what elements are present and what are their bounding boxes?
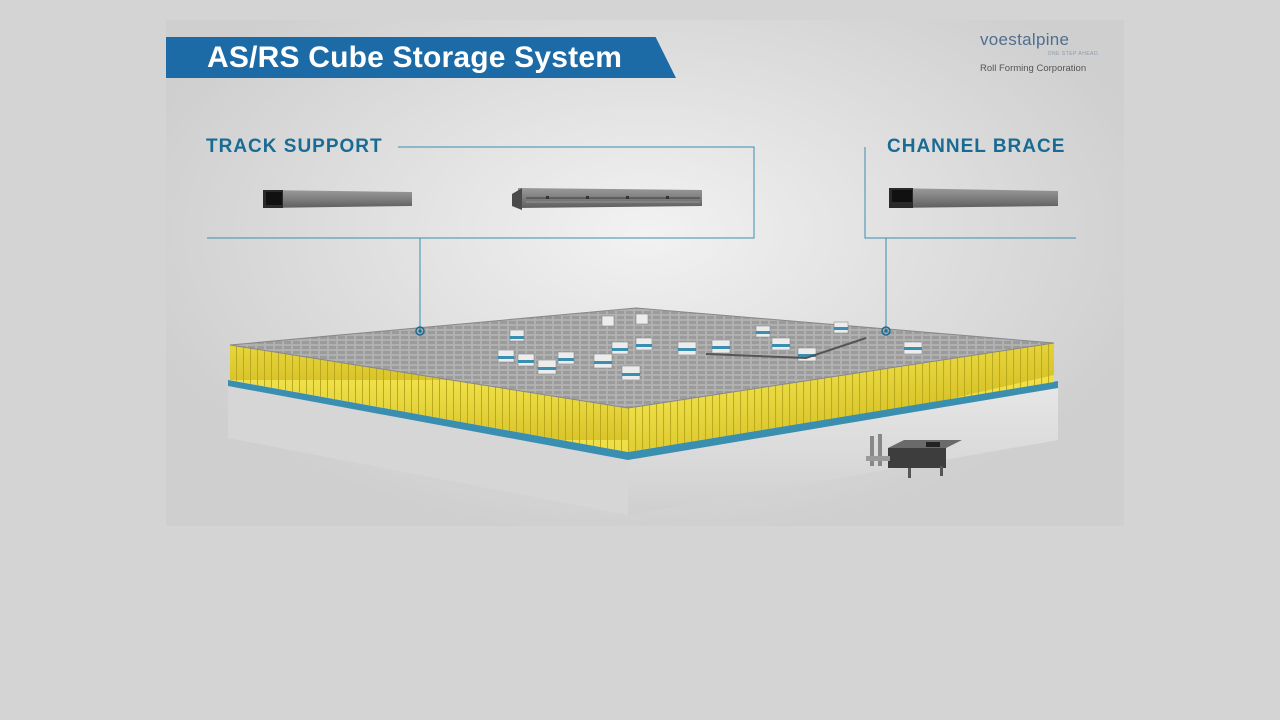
robot-group	[497, 313, 923, 381]
brand-name: voestalpine	[980, 30, 1070, 49]
callout-lines	[207, 146, 1076, 331]
channel-brace-label: CHANNEL BRACE	[887, 136, 1066, 157]
page-title: AS/RS Cube Storage System	[207, 40, 623, 74]
slab-front-left	[228, 386, 628, 515]
brand-division: Roll Forming Corporation	[980, 63, 1087, 74]
track-support-label: TRACK SUPPORT	[206, 136, 383, 157]
title-banner: AS/RS Cube Storage System	[166, 37, 676, 78]
pick-station	[866, 434, 962, 478]
slab-edge-left	[228, 380, 628, 460]
bin-stack-right	[628, 343, 1054, 452]
callout-dot-track-support	[415, 326, 425, 336]
bin-stack-left	[230, 345, 628, 452]
track-support-bar-2	[512, 188, 702, 210]
slab-front-right	[628, 388, 1058, 515]
slab-edge-right	[628, 381, 1058, 460]
slide-canvas: AS/RS Cube Storage System voestalpine ON…	[166, 20, 1124, 526]
brand-logo: voestalpine ONE STEP AHEAD. Roll Forming…	[980, 30, 1100, 74]
storage-system-illustration	[207, 146, 1076, 515]
channel-brace-bar	[889, 188, 1058, 208]
brand-tagline: ONE STEP AHEAD.	[1047, 51, 1100, 57]
callout-dot-channel-brace	[881, 326, 891, 336]
track-support-bar-1	[263, 190, 412, 208]
